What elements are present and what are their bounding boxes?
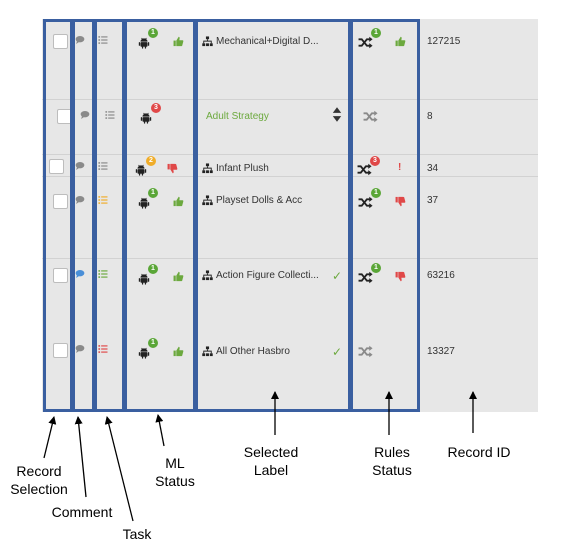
ml-count-badge: 1 xyxy=(148,28,158,38)
record-checkbox[interactable] xyxy=(53,34,68,49)
record-id: 8 xyxy=(427,111,433,122)
table-row[interactable]: 2 Infant Plush 3 ! 34 xyxy=(42,154,538,177)
selected-label[interactable]: Action Figure Collecti... xyxy=(216,270,319,281)
rules-count-badge: 1 xyxy=(371,263,381,273)
task-column-highlight xyxy=(94,19,125,412)
annotation-rules-status: Rules Status xyxy=(372,444,412,478)
annotation-task: Task xyxy=(122,526,152,542)
annotation-selected-label: Selected Label xyxy=(243,444,299,478)
record-selection-column-highlight xyxy=(43,19,73,412)
ml-count-badge: 1 xyxy=(148,338,158,348)
annotation-ml-status: ML Status xyxy=(155,455,195,489)
ml-count-badge: 2 xyxy=(146,156,156,166)
annotation-record-id: Record ID xyxy=(447,444,511,460)
record-checkbox[interactable] xyxy=(53,268,68,283)
selected-label[interactable]: Playset Dolls & Acc xyxy=(216,195,303,206)
record-id: 127215 xyxy=(427,36,461,47)
table-row[interactable]: 1 Playset Dolls & Acc 1 37 xyxy=(42,176,538,259)
record-id: 13327 xyxy=(427,346,455,357)
rules-alert-icon[interactable]: ! xyxy=(398,162,402,173)
rules-count-badge: 3 xyxy=(370,156,380,166)
table-row[interactable]: 1 Action Figure Collecti... ✓ 1 63216 xyxy=(42,258,538,329)
label-check-icon: ✓ xyxy=(332,345,343,359)
table-row[interactable]: 3 Adult Strategy 8 xyxy=(42,99,538,154)
selected-label[interactable]: Infant Plush xyxy=(216,163,269,174)
record-id: 63216 xyxy=(427,270,455,281)
comment-column-highlight xyxy=(72,19,95,412)
table-row[interactable]: 1 Mechanical+Digital D... 1 127215 xyxy=(42,19,538,67)
record-checkbox[interactable] xyxy=(53,194,68,209)
annotation-comment: Comment xyxy=(51,504,113,520)
label-check-icon: ✓ xyxy=(332,269,343,283)
ml-count-badge: 3 xyxy=(151,103,161,113)
ml-count-badge: 1 xyxy=(148,264,158,274)
record-checkbox[interactable] xyxy=(49,159,64,174)
rules-count-badge: 1 xyxy=(371,188,381,198)
rules-status-column-highlight xyxy=(350,19,420,412)
record-checkbox[interactable] xyxy=(53,343,68,358)
ml-status-column-highlight xyxy=(124,19,196,412)
annotation-record-selection: Record Selection xyxy=(10,463,68,497)
table-row[interactable]: 1 All Other Hasbro ✓ 13327 xyxy=(42,328,538,412)
selected-label-column-highlight xyxy=(195,19,351,412)
ml-count-badge: 1 xyxy=(148,188,158,198)
record-id: 34 xyxy=(427,163,439,174)
record-id: 37 xyxy=(427,195,439,206)
selected-label[interactable]: Mechanical+Digital D... xyxy=(216,36,319,47)
rules-count-badge: 1 xyxy=(371,28,381,38)
selected-label[interactable]: All Other Hasbro xyxy=(216,346,290,357)
selected-label[interactable]: Adult Strategy xyxy=(206,111,269,122)
